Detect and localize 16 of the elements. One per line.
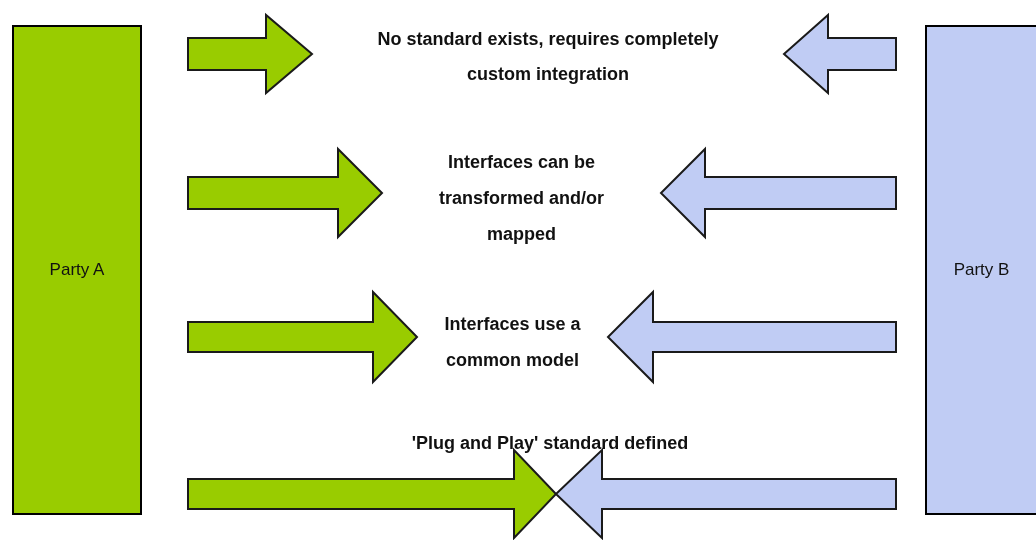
- node-label: Party B: [953, 259, 1010, 282]
- block-arrow: [187, 289, 419, 385]
- block-arrow: [782, 12, 897, 96]
- block-arrow: [187, 146, 384, 240]
- node-label: No standard exists, requires completely custom integration: [376, 28, 720, 86]
- block-arrow: [187, 447, 558, 540]
- node-label: 'Plug and Play' standard defined: [411, 432, 689, 455]
- block-arrow: [659, 146, 897, 240]
- node-label: Interfaces use a common model: [443, 313, 582, 372]
- party-box: [925, 25, 1036, 515]
- block-arrow: [187, 12, 314, 96]
- block-arrow: [554, 447, 897, 540]
- party-box: [12, 25, 142, 515]
- block-arrow: [606, 289, 897, 385]
- node-label: Party A: [49, 259, 105, 282]
- node-label: Interfaces can be transformed and/or mapped: [438, 151, 605, 246]
